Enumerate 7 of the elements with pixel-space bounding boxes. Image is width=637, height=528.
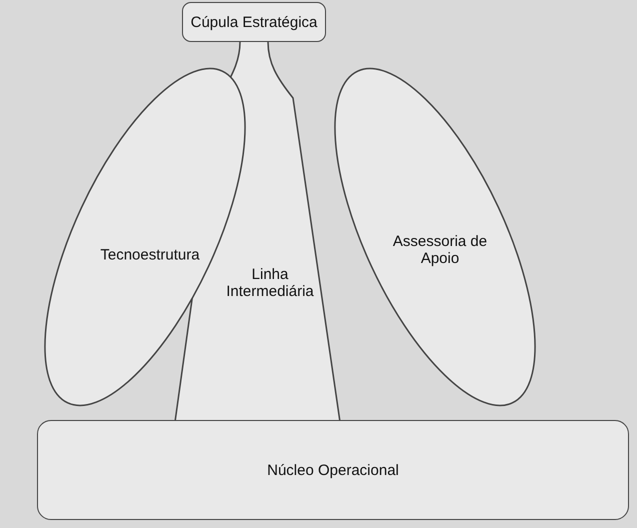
node-label: Linha Intermediária <box>225 266 315 300</box>
node-label: Assessoria de Apoio <box>392 233 488 267</box>
rounded-box <box>37 420 629 520</box>
node-label: Núcleo Operacional <box>267 462 399 478</box>
node-label: Tecnoestrutura <box>99 246 201 264</box>
rounded-box <box>182 2 326 42</box>
node-label: Cúpula Estratégica <box>190 14 318 30</box>
